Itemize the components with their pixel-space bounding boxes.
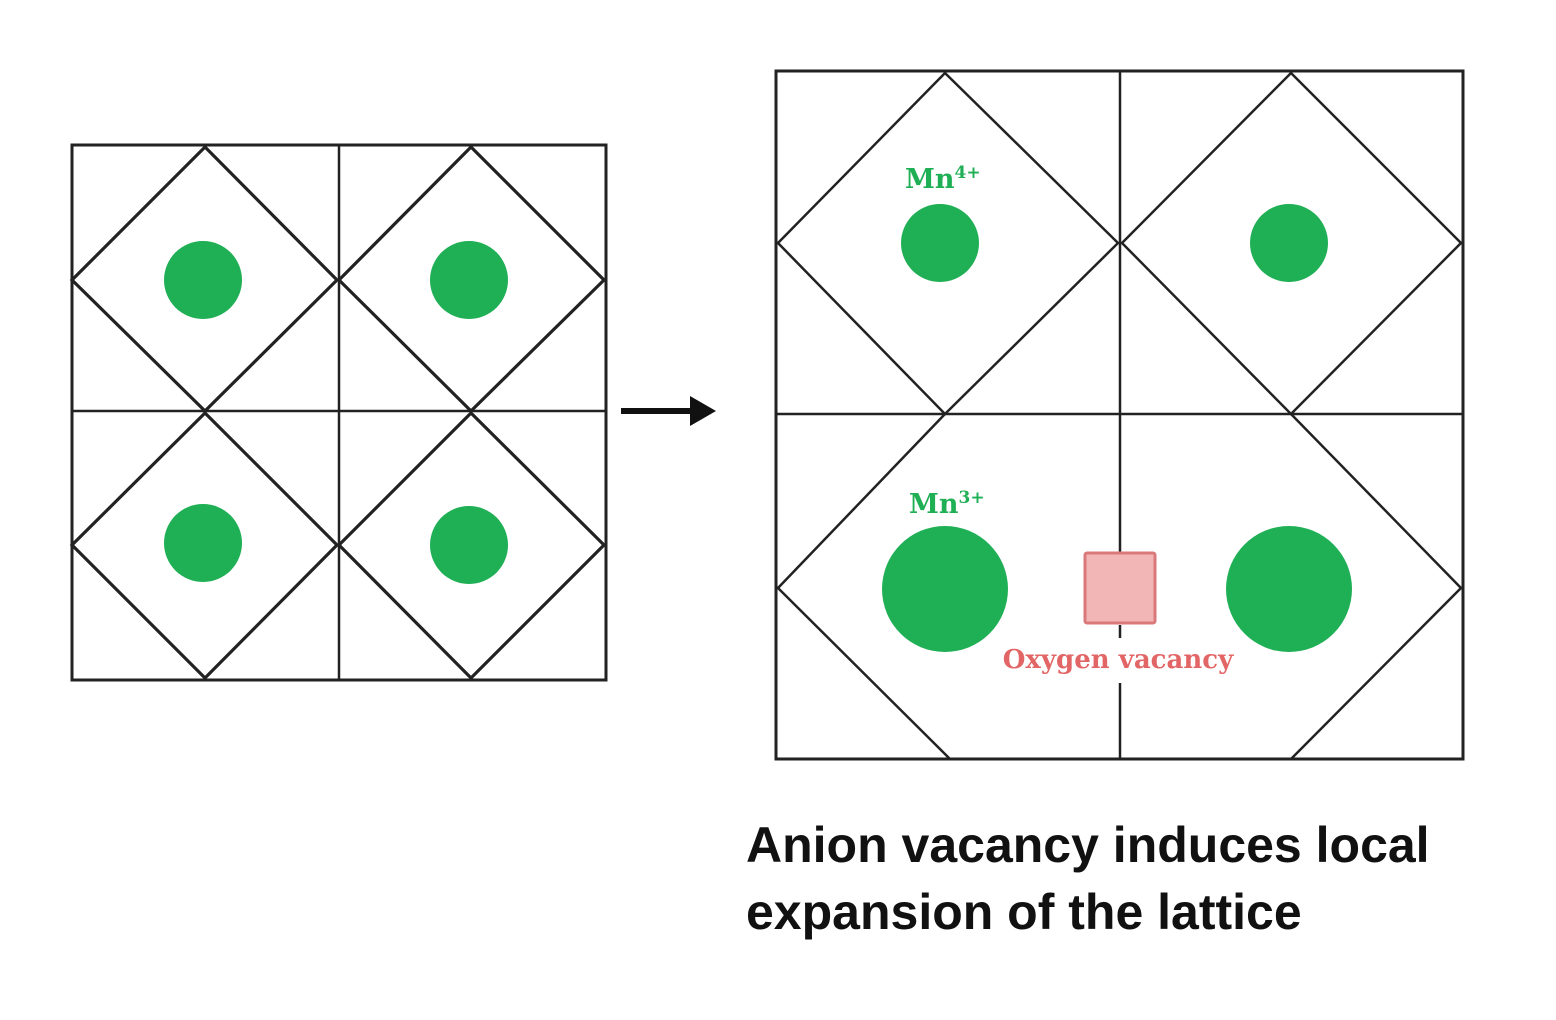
mn3-ion [882,526,1008,652]
mn-ion [164,504,242,582]
mn-ion [430,506,508,584]
caption-line-2: expansion of the lattice [746,884,1302,940]
mn4-label: Mn4+ [905,163,981,195]
right-arrow-icon [621,396,716,426]
mn-ion [164,241,242,319]
octahedron-bottom-right [336,410,607,681]
caption-line-1: Anion vacancy induces local [746,817,1430,873]
oxygen-vacancy-marker [1083,551,1157,625]
mn4-ion [901,204,979,282]
expanded-octahedron-left [776,413,951,760]
mn3-label: Mn3+ [909,488,985,520]
mn3-ion [1226,526,1352,652]
octahedron-bottom-left [69,410,340,681]
mn-ion [430,241,508,319]
ordered-lattice [69,143,608,682]
expanded-lattice [774,69,1465,761]
caption: Anion vacancy induces local expansion of… [746,812,1536,946]
expanded-octahedron-right [1290,413,1463,760]
ordered-lattice-ions [164,241,508,584]
oxygen-vacancy-label: Oxygen vacancy [1003,645,1234,675]
expanded-lattice-ions [882,204,1352,652]
mn4-ion [1250,204,1328,282]
